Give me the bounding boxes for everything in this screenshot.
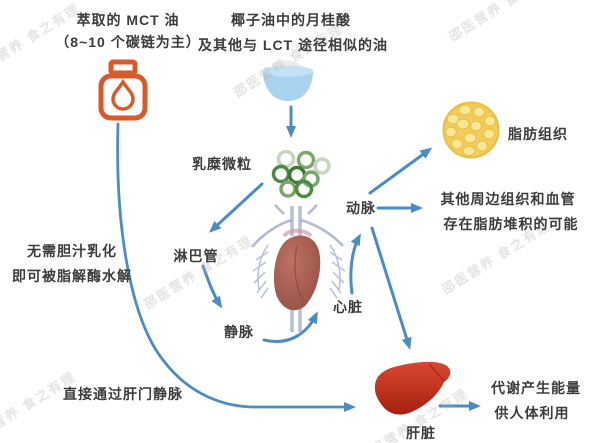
bile-note-line2: 即可被脂解酶水解 [12, 268, 132, 284]
mct-oil-title: 萃取的 MCT 油 [76, 12, 180, 28]
peripheral-line1: 其他周边组织和血管 [440, 191, 576, 207]
peripheral-line2: 存在脂肪堆积的可能 [443, 216, 579, 232]
energy-line1: 代谢产生能量 [491, 380, 581, 396]
lymph-vessel-label: 淋巴管 [173, 248, 219, 264]
coconut-oil-line2: 及其他与 LCT 途径相似的油 [198, 37, 388, 53]
coconut-bowl-icon [263, 60, 313, 101]
mct-oil-subtitle: （8~10 个碳链为主） [55, 34, 201, 50]
adipose-tissue-icon [442, 101, 500, 159]
arrow-artery-to-liver [370, 226, 412, 350]
coconut-oil-line1: 椰子油中的月桂酸 [231, 12, 351, 28]
portal-vein-label: 直接通过肝门静脉 [63, 386, 183, 402]
oil-jar-icon [98, 59, 148, 121]
chylomicrons-label: 乳糜微粒 [192, 156, 252, 172]
arrow-mct-portal-curve [116, 122, 356, 412]
liver-label: 肝脏 [406, 425, 436, 441]
liver-icon [374, 361, 451, 415]
arrow-vein-to-heart [262, 311, 318, 343]
heart-label: 心脏 [333, 299, 363, 315]
artery-label: 动脉 [346, 200, 376, 216]
heart-anatomy-illustration [251, 204, 346, 332]
bile-note-line1: 无需胆汁乳化 [27, 243, 117, 259]
arrow-heart-to-artery [349, 233, 361, 295]
adipose-label: 脂肪组织 [508, 126, 568, 142]
arrow-artery-to-adipose [368, 147, 433, 195]
energy-line2: 供人体利用 [494, 405, 570, 421]
chylomicron-cluster-icon [271, 149, 331, 199]
vein-label: 静脉 [224, 324, 254, 340]
arrow-lymph-to-vein [201, 264, 223, 309]
arrow-chylomicrons-to-lymph [209, 182, 264, 233]
